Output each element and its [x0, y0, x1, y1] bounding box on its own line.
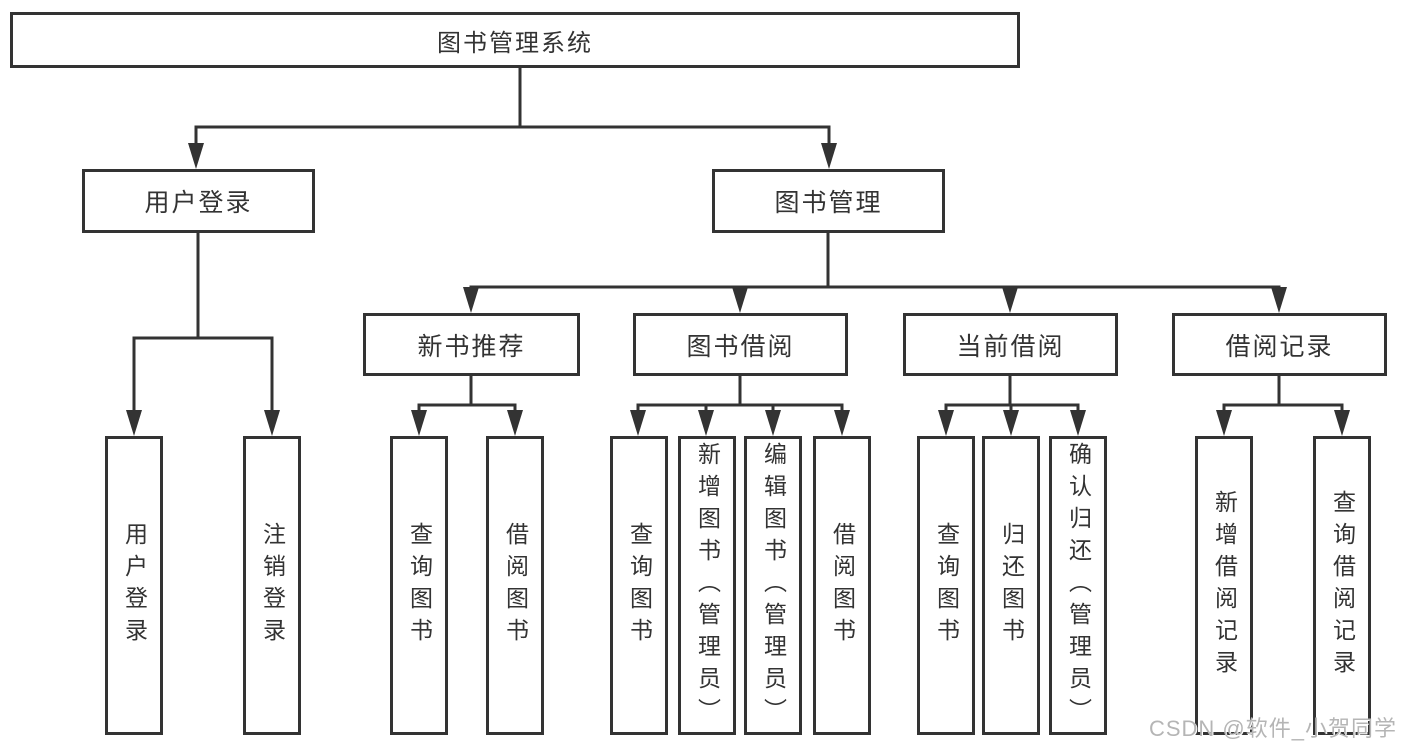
node-label: 借阅图书 [829, 521, 856, 650]
leaf-query-books-borrowing: 查询图书 [610, 436, 668, 735]
node-book-borrowing: 图书借阅 [633, 313, 848, 376]
arrow-down-icon [1003, 410, 1019, 436]
arrow-down-icon [630, 410, 646, 436]
leaf-borrow-books-recommend: 借阅图书 [486, 436, 544, 735]
node-label: 图书借阅 [686, 332, 795, 361]
node-label: 新书推荐 [417, 332, 526, 361]
node-label: 查询图书 [933, 521, 960, 650]
leaf-add-borrow-record: 新增借阅记录 [1195, 436, 1253, 735]
arrow-down-icon [732, 287, 748, 313]
arrow-down-icon [938, 410, 954, 436]
node-book-management: 图书管理 [712, 169, 945, 233]
node-label: 用户登录 [121, 521, 148, 650]
leaf-confirm-return-admin: 确认归还（管理员） [1049, 436, 1107, 735]
arrow-down-icon [126, 410, 142, 436]
node-label: 借阅记录 [1225, 332, 1334, 361]
arrow-down-icon [1271, 287, 1287, 313]
node-label: 新增借阅记录 [1211, 489, 1238, 682]
arrow-down-icon [507, 410, 523, 436]
node-label: 查询图书 [626, 521, 653, 650]
node-label: 借阅图书 [502, 521, 529, 650]
arrow-down-icon [411, 410, 427, 436]
arrow-down-icon [188, 143, 204, 169]
arrow-down-icon [821, 143, 837, 169]
node-current-borrowing: 当前借阅 [903, 313, 1118, 376]
arrow-down-icon [1216, 410, 1232, 436]
leaf-user-login: 用户登录 [105, 436, 163, 735]
arrow-down-icon [264, 410, 280, 436]
node-label: 查询借阅记录 [1329, 489, 1356, 682]
node-label: 用户登录 [144, 189, 253, 217]
leaf-logout: 注销登录 [243, 436, 301, 735]
node-label: 查询图书 [406, 521, 433, 650]
leaf-query-books-current: 查询图书 [917, 436, 975, 735]
leaf-borrow-books: 借阅图书 [813, 436, 871, 735]
arrow-down-icon [1070, 410, 1086, 436]
node-label: 当前借阅 [956, 332, 1065, 361]
node-borrow-records: 借阅记录 [1172, 313, 1387, 376]
node-label: 归还图书 [998, 521, 1025, 650]
node-library-management-system: 图书管理系统 [10, 12, 1020, 68]
leaf-return-books: 归还图书 [982, 436, 1040, 735]
leaf-query-books-recommend: 查询图书 [390, 436, 448, 735]
node-user-login: 用户登录 [82, 169, 315, 233]
node-label: 确认归还（管理员） [1065, 441, 1092, 730]
leaf-add-books-admin: 新增图书（管理员） [678, 436, 736, 735]
node-label: 注销登录 [259, 521, 286, 650]
arrow-down-icon [1002, 287, 1018, 313]
node-label: 编辑图书（管理员） [760, 441, 787, 730]
arrow-down-icon [765, 410, 781, 436]
arrow-down-icon [834, 410, 850, 436]
arrow-down-icon [1334, 410, 1350, 436]
leaf-query-borrow-record: 查询借阅记录 [1313, 436, 1371, 735]
node-new-book-recommend: 新书推荐 [363, 313, 580, 376]
leaf-edit-books-admin: 编辑图书（管理员） [744, 436, 802, 735]
arrow-down-icon [698, 410, 714, 436]
arrow-down-icon [463, 287, 479, 313]
node-label: 图书管理 [774, 189, 883, 217]
node-label: 新增图书（管理员） [694, 441, 721, 730]
node-label: 图书管理系统 [437, 29, 593, 57]
